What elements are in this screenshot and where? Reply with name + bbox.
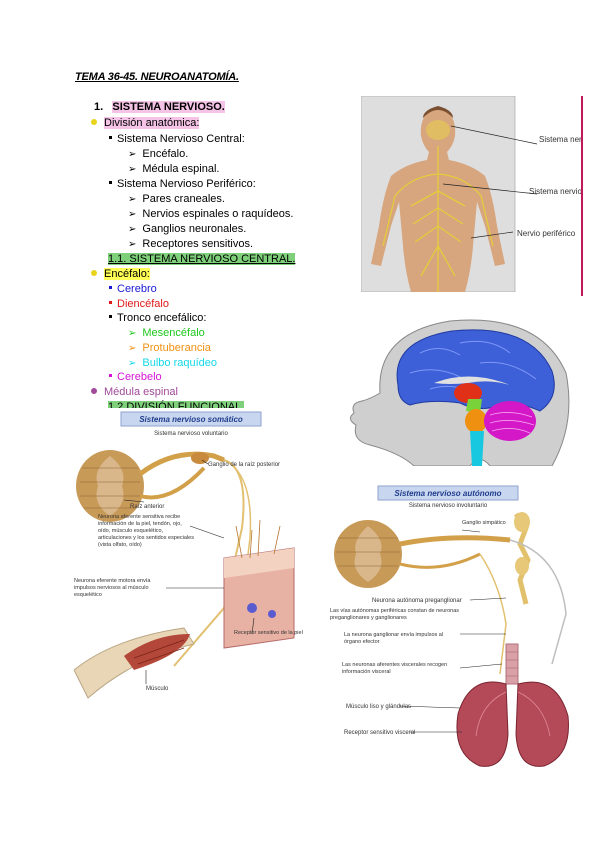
body-nervous-system-figure: Sistema nervioso central. Sistema nervio… <box>361 96 583 292</box>
somatic-nervous-system-figure: Sistema nervioso somático Sistema nervio… <box>74 408 324 708</box>
autonomic-label: Receptor sensitivo visceral <box>344 730 415 736</box>
arrow-bullet-icon: ➢ <box>128 164 137 175</box>
snc-subitem: ➢ Médula espinal. <box>128 162 219 177</box>
bulbo-label: Bulbo raquídeo <box>142 357 218 369</box>
somatic-label: Receptor sensitivo de la piel <box>234 630 303 636</box>
cerebro-label: Cerebro <box>117 283 157 295</box>
medula-item: Médula espinal <box>91 385 178 399</box>
arrow-bullet-icon: ➢ <box>128 358 137 369</box>
bullet-dot-icon <box>91 388 97 394</box>
autonomic-label: Las vías autónomas periféricas constan d… <box>330 608 460 621</box>
somatic-label: Ganglio de la raíz posterior <box>208 462 280 468</box>
body-label: Sistema nervioso central. <box>539 135 583 144</box>
snp-subitem: ➢ Nervios espinales o raquídeos. <box>128 207 293 222</box>
snp-subitem: ➢ Receptores sensitivos. <box>128 237 253 252</box>
snp-subitem: ➢ Ganglios neuronales. <box>128 222 246 237</box>
somatic-label: Neurona aferente sensitiva recibe inform… <box>98 514 194 548</box>
protuberancia-label: Protuberancia <box>142 342 211 354</box>
encefalo-item: Encéfalo: <box>91 267 150 281</box>
snp-subitem-label: Receptores sensitivos. <box>142 238 254 250</box>
cerebelo-label: Cerebelo <box>117 371 162 383</box>
snp-item: Sistema Nervioso Periférico: <box>109 177 256 191</box>
body-label: Sistema nervioso periférico <box>529 187 583 196</box>
mesencefalo-item: ➢ Mesencéfalo <box>128 326 205 341</box>
division-anatomica-label: División anatómica: <box>104 117 200 129</box>
bullet-square-icon <box>109 374 112 377</box>
arrow-bullet-icon: ➢ <box>128 194 137 205</box>
tronco-label: Tronco encefálico: <box>117 312 207 324</box>
somatic-label: Raíz anterior <box>130 504 164 510</box>
somatic-sublabel: Sistema nervioso voluntario <box>154 431 228 437</box>
cerebelo-item: Cerebelo <box>109 370 162 384</box>
somatic-banner: Sistema nervioso somático <box>139 415 243 424</box>
somatic-label: Músculo <box>146 686 169 692</box>
autonomic-label: Neurona autónoma preganglionar <box>372 598 462 604</box>
autonomic-label: Ganglio simpático <box>462 520 506 526</box>
bullet-dot-icon <box>91 119 97 125</box>
body-label: Nervio periférico <box>517 229 576 238</box>
snc-subitem-label: Encéfalo. <box>142 148 189 160</box>
snc-subitem: ➢ Encéfalo. <box>128 147 188 162</box>
diencefalo-item: Diencéfalo <box>109 297 169 311</box>
cerebro-item: Cerebro <box>109 282 157 296</box>
autonomic-banner: Sistema nervioso autónomo <box>394 489 501 498</box>
bullet-square-icon <box>109 301 112 304</box>
autonomic-label: Las neuronas aferentes viscerales recoge… <box>342 662 448 675</box>
arrow-bullet-icon: ➢ <box>128 224 137 235</box>
page-title: TEMA 36-45. NEUROANATOMÍA. <box>75 71 239 83</box>
subsection-11-title: 1.1. SISTEMA NERVIOSO CENTRAL. <box>108 253 296 265</box>
somatic-label: Neurona eferente motora envía impulsos n… <box>74 578 151 598</box>
snp-subitem-label: Nervios espinales o raquídeos. <box>142 208 294 220</box>
snp-label: Sistema Nervioso Periférico: <box>117 178 256 190</box>
diencefalo-label: Diencéfalo <box>117 298 169 310</box>
autonomic-label: Músculo liso y glándulas <box>346 704 411 710</box>
autonomic-nervous-system-figure: Sistema nervioso autónomo Sistema nervio… <box>330 484 580 770</box>
autonomic-label: La neurona ganglionar envía impulsos al … <box>344 632 444 645</box>
mesencefalo-label: Mesencéfalo <box>142 327 205 339</box>
tronco-item: Tronco encefálico: <box>109 311 206 325</box>
snc-subitem-label: Médula espinal. <box>142 163 220 175</box>
bulbo-item: ➢ Bulbo raquídeo <box>128 356 217 371</box>
section1-heading: 1. SISTEMA NERVIOSO. <box>94 100 225 114</box>
snp-subitem: ➢ Pares craneales. <box>128 192 225 207</box>
bullet-square-icon <box>109 286 112 289</box>
snc-item: Sistema Nervioso Central: <box>109 132 245 146</box>
medula-label: Médula espinal <box>104 386 178 398</box>
autonomic-sublabel: Sistema nervioso involuntario <box>409 503 488 509</box>
snp-subitem-label: Pares craneales. <box>142 193 225 205</box>
section1-number: 1. <box>94 101 104 113</box>
bullet-square-icon <box>109 315 112 318</box>
bullet-square-icon <box>109 181 112 184</box>
brain-sagittal-figure <box>340 313 576 466</box>
section1-title: SISTEMA NERVIOSO. <box>112 101 225 113</box>
arrow-bullet-icon: ➢ <box>128 328 137 339</box>
arrow-bullet-icon: ➢ <box>128 149 137 160</box>
snp-subitem-label: Ganglios neuronales. <box>142 223 247 235</box>
arrow-bullet-icon: ➢ <box>128 343 137 354</box>
protuberancia-item: ➢ Protuberancia <box>128 341 211 356</box>
subsection-11: 1.1. SISTEMA NERVIOSO CENTRAL. <box>108 252 296 266</box>
division-anatomica: División anatómica: <box>91 116 200 130</box>
page-margin-line <box>581 96 583 296</box>
snc-label: Sistema Nervioso Central: <box>117 133 245 145</box>
arrow-bullet-icon: ➢ <box>128 239 137 250</box>
arrow-bullet-icon: ➢ <box>128 209 137 220</box>
bullet-dot-icon <box>91 270 97 276</box>
bullet-square-icon <box>109 136 112 139</box>
encefalo-label: Encéfalo: <box>104 268 150 280</box>
